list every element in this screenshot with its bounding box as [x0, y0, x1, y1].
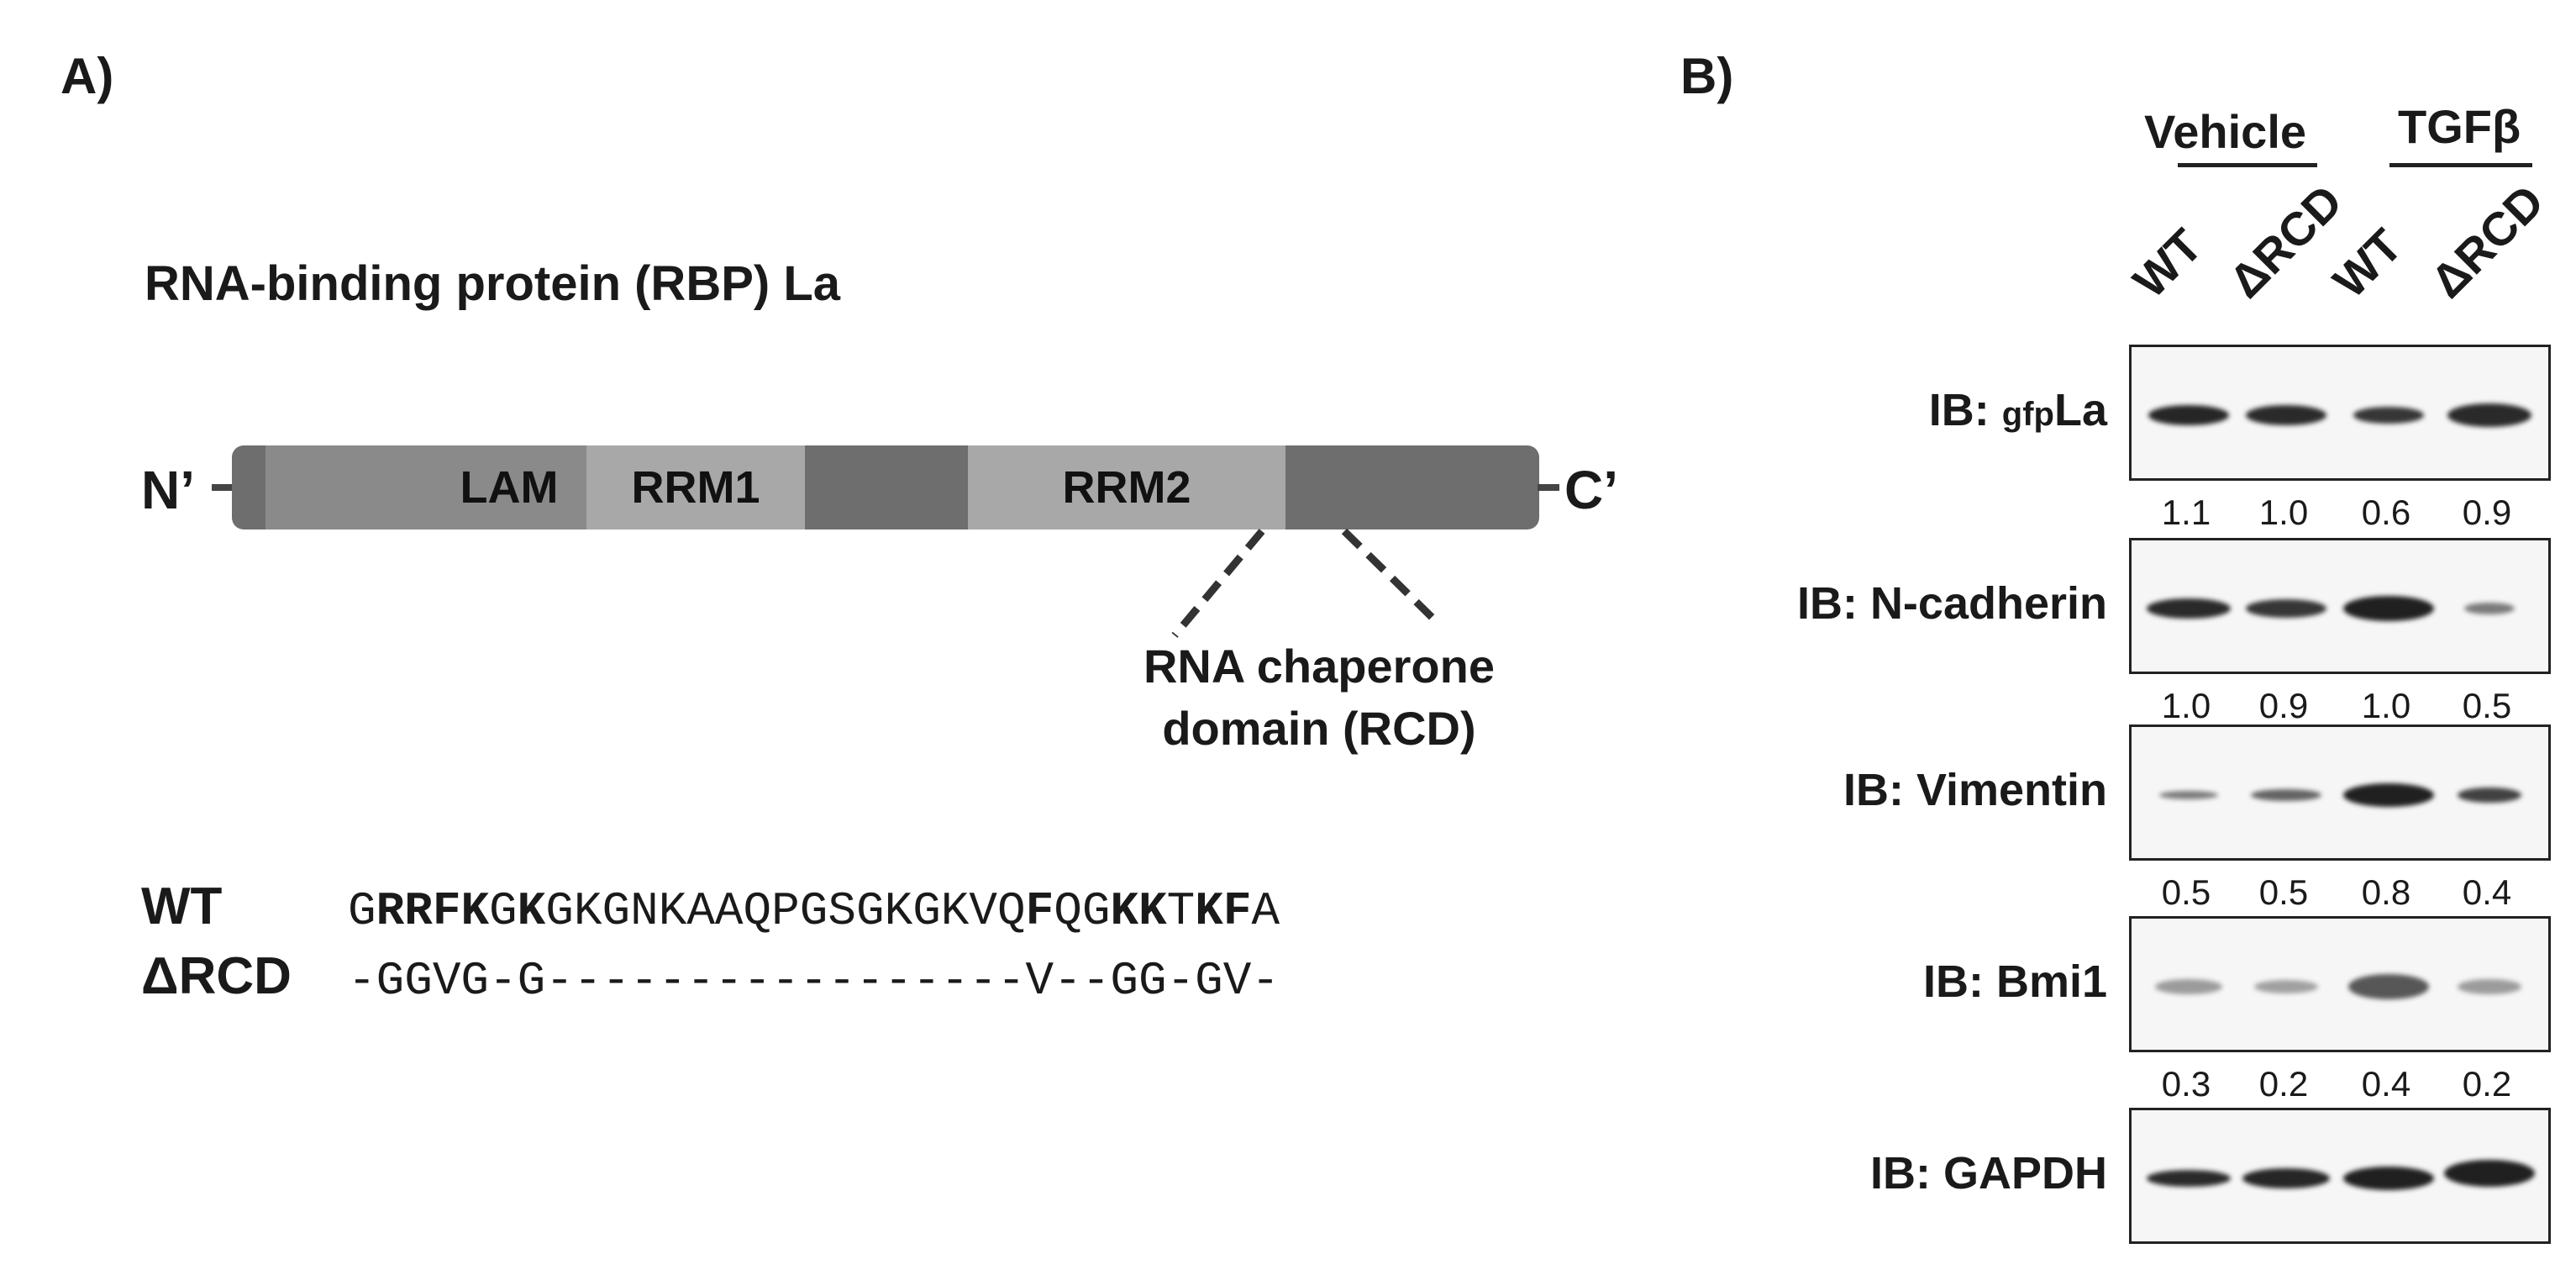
quant-gfpla-lane-3: 0.6 — [2361, 493, 2411, 532]
band-gapdh-lane-3 — [2343, 1167, 2434, 1190]
band-vimentin-lane-4 — [2458, 788, 2521, 803]
band-bmi1-lane-1 — [2155, 979, 2222, 994]
quant-n-cadherin-lane-2: 0.9 — [2258, 686, 2309, 725]
band-n-cadherin-lane-2 — [2246, 599, 2326, 618]
group-vehicle: Vehicle — [2144, 105, 2307, 158]
domain-lam-label: LAM — [460, 462, 559, 513]
quant-bmi1-lane-3: 0.4 — [2361, 1064, 2411, 1104]
quant-gfpla-lane-2: 1.0 — [2258, 493, 2309, 532]
band-n-cadherin-lane-4 — [2464, 603, 2515, 614]
drcd-label: ΔRCD — [141, 947, 292, 1005]
quant-bmi1-lane-2: 0.2 — [2258, 1064, 2309, 1104]
rcd-callout-right-line — [1341, 528, 1442, 627]
band-gfpla-lane-4 — [2447, 403, 2531, 427]
domain-rrm1-label: RRM1 — [631, 462, 760, 513]
band-bmi1-lane-3 — [2348, 974, 2429, 999]
protein-title: RNA-binding protein (RBP) La — [145, 256, 841, 311]
ib-label-bmi1: IB: Bmi1 — [1922, 956, 2107, 1007]
quant-n-cadherin-lane-3: 1.0 — [2361, 686, 2411, 725]
band-gapdh-lane-1 — [2147, 1170, 2231, 1187]
blot-vimentin — [2129, 724, 2551, 861]
band-gfpla-lane-3 — [2353, 407, 2424, 424]
quant-vimentin-lane-4: 0.4 — [2462, 872, 2512, 912]
band-gapdh-lane-4 — [2444, 1160, 2535, 1187]
band-gapdh-lane-2 — [2242, 1168, 2330, 1188]
n-terminus-tick — [212, 484, 234, 491]
rcd-callout-line1: RNA chaperone — [1143, 640, 1495, 693]
quant-vimentin-lane-3: 0.8 — [2361, 872, 2411, 912]
domain-rrm1: RRM1 — [586, 445, 805, 529]
group-vehicle-underline — [2178, 163, 2317, 167]
quant-n-cadherin-lane-1: 1.0 — [2161, 686, 2211, 725]
band-vimentin-lane-3 — [2343, 783, 2434, 807]
quant-gfpla-lane-4: 0.9 — [2462, 493, 2512, 532]
rcd-callout-left-line — [1171, 529, 1265, 638]
band-gfpla-lane-2 — [2246, 405, 2326, 425]
rcd-callout-label: RNA chaperone domain (RCD) — [1050, 635, 1588, 760]
c-terminus-label: C’ — [1564, 460, 1618, 520]
wt-label: WT — [141, 877, 223, 935]
ib-label-vimentin: IB: Vimentin — [1843, 765, 2107, 815]
blot-gfpla — [2129, 345, 2551, 481]
blot-n-cadherin — [2129, 538, 2551, 674]
quant-bmi1-lane-4: 0.2 — [2462, 1064, 2512, 1104]
domain-rrm2: RRM2 — [968, 445, 1285, 529]
wt-sequence: GRRFKGKGKGNKAAQPGSGKGKVQFQGKKTKFA — [348, 884, 1280, 938]
quant-bmi1-lane-1: 0.3 — [2161, 1064, 2211, 1104]
ib-label-n-cadherin: IB: N-cadherin — [1796, 578, 2107, 629]
panel-a-label: A) — [60, 48, 114, 104]
protein-domain-bar: LAM RRM1 RRM2 — [232, 445, 1539, 529]
band-vimentin-lane-2 — [2251, 789, 2321, 801]
n-terminus-label: N’ — [141, 460, 195, 520]
group-tgfb: TGFβ — [2398, 100, 2521, 153]
quant-gfpla-lane-1: 1.1 — [2161, 493, 2211, 532]
quant-vimentin-lane-1: 0.5 — [2161, 872, 2211, 912]
drcd-sequence: -GGVG-G-----------------V--GG-GV- — [348, 954, 1280, 1008]
quant-n-cadherin-lane-4: 0.5 — [2462, 686, 2512, 725]
blot-bmi1 — [2129, 916, 2551, 1052]
band-gfpla-lane-1 — [2148, 405, 2229, 425]
domain-rrm2-label: RRM2 — [1062, 462, 1191, 513]
panel-b-label: B) — [1680, 48, 1734, 104]
sequence-alignment: WT GRRFKGKGKGNKAAQPGSGKGKVQFQGKKTKFA ΔRC… — [141, 874, 1280, 1014]
band-n-cadherin-lane-1 — [2147, 598, 2231, 619]
blot-gapdh — [2129, 1108, 2551, 1244]
ib-label-gfpla: IB: gfpLa — [1928, 385, 2107, 435]
band-bmi1-lane-4 — [2458, 979, 2521, 994]
group-tgfb-underline — [2389, 163, 2532, 167]
rcd-callout-line2: domain (RCD) — [1162, 702, 1476, 755]
quant-vimentin-lane-2: 0.5 — [2258, 872, 2309, 912]
band-n-cadherin-lane-3 — [2343, 596, 2434, 621]
ib-label-gapdh: IB: GAPDH — [1869, 1148, 2107, 1199]
band-bmi1-lane-2 — [2254, 980, 2318, 993]
band-vimentin-lane-1 — [2159, 791, 2218, 799]
c-terminus-tick — [1538, 484, 1559, 491]
